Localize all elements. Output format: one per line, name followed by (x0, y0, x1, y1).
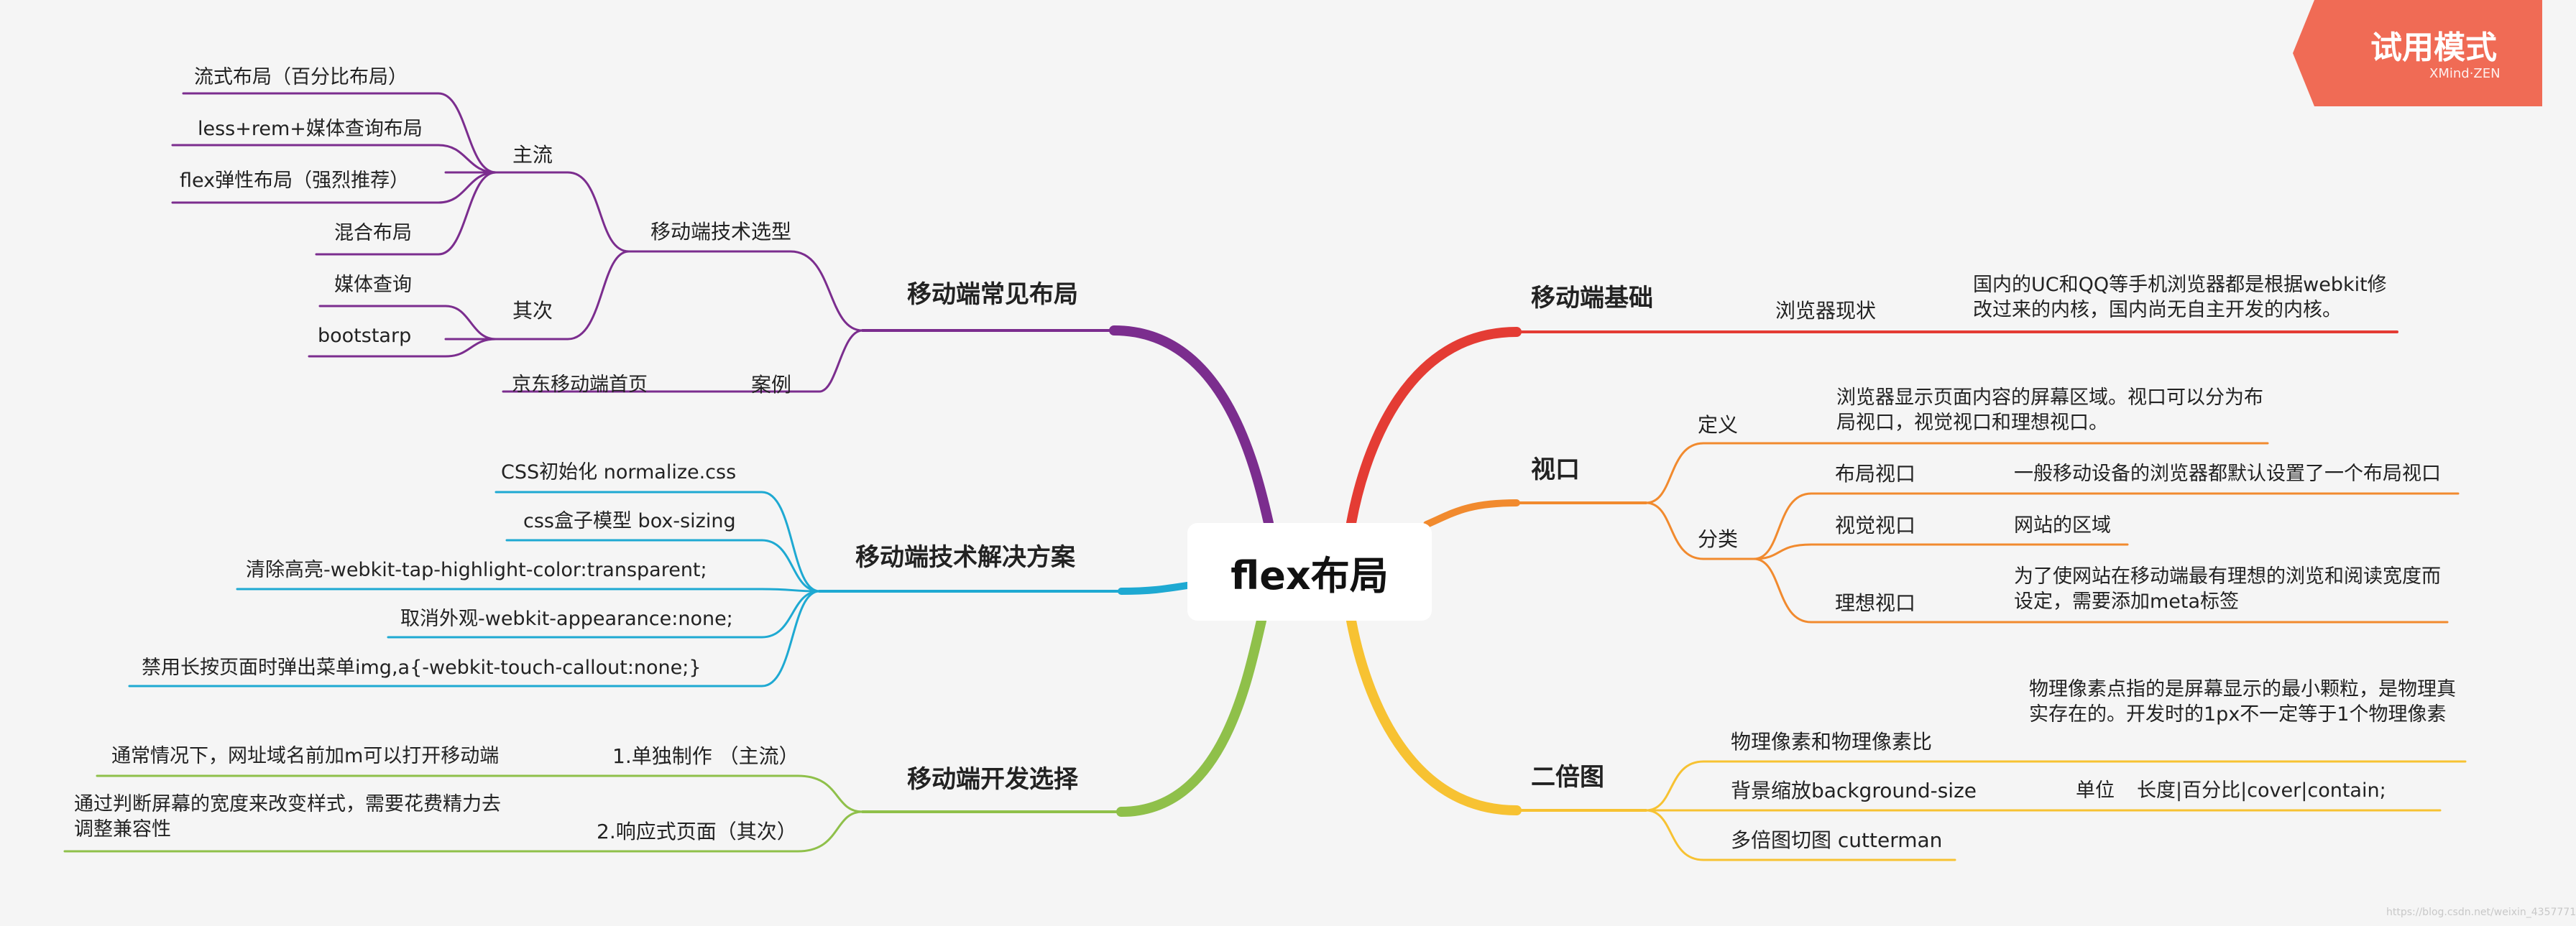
topic-background-size[interactable]: 背景缩放background-size (1731, 779, 1977, 802)
item-touch-callout[interactable]: 禁用长按页面时弹出菜单img,a{-webkit-touch-callout:n… (142, 657, 702, 679)
root-topic-label: flex布局 (1230, 552, 1389, 598)
branch-dev-lines (63, 616, 1266, 853)
trial-mode-badge[interactable]: 试用模式 XMind·ZEN (2293, 0, 2542, 106)
item-layout-viewport-desc[interactable]: 一般移动设备的浏览器都默认设置了一个布局视口 (2014, 463, 2441, 485)
topic-category[interactable]: 分类 (1698, 527, 1739, 551)
branch-layout-lines (171, 92, 1274, 528)
topic-layout-viewport[interactable]: 布局视口 (1835, 462, 1916, 486)
topic-unit[interactable]: 单位 (2076, 779, 2115, 802)
item-jd-homepage[interactable]: 京东移动端首页 (512, 374, 648, 396)
branch-retina-lines (1346, 616, 2467, 861)
topic-browser-status[interactable]: 浏览器现状 (1775, 299, 1877, 323)
watermark: https://blog.csdn.net/weixin_4357771 (2386, 907, 2576, 918)
topic-layout[interactable]: 移动端常见布局 (907, 280, 1078, 309)
topic-mainstream[interactable]: 主流 (512, 143, 553, 167)
item-fluid-layout[interactable]: 流式布局（百分比布局） (194, 66, 408, 88)
topic-definition[interactable]: 定义 (1698, 413, 1739, 437)
topic-case[interactable]: 案例 (751, 373, 792, 397)
item-definition-desc[interactable]: 浏览器显示页面内容的屏幕区域。视口可以分为布局视口，视觉视口和理想视口。 (1836, 386, 2263, 435)
trial-mode-title: 试用模式 (2370, 29, 2497, 66)
topic-viewport[interactable]: 视口 (1531, 455, 1580, 484)
item-less-rem-layout[interactable]: less+rem+媒体查询布局 (198, 118, 423, 140)
item-flex-layout[interactable]: flex弹性布局（强烈推荐） (180, 170, 410, 192)
item-visual-viewport-desc[interactable]: 网站的区域 (2014, 514, 2111, 537)
item-responsive-desc[interactable]: 通过判断屏幕的宽度来改变样式，需要花费精力去调整兼容性 (74, 793, 501, 841)
topic-dev-choice[interactable]: 移动端开发选择 (907, 765, 1078, 794)
item-normalize-css[interactable]: CSS初始化 normalize.css (501, 461, 737, 483)
topic-tech-selection[interactable]: 移动端技术选型 (650, 220, 792, 244)
branch-solutions-lines (128, 491, 1191, 687)
topic-responsive[interactable]: 2.响应式页面（其次） (597, 820, 797, 843)
item-appearance-none[interactable]: 取消外观-webkit-appearance:none; (400, 608, 733, 630)
topic-visual-viewport[interactable]: 视觉视口 (1835, 514, 1916, 537)
item-unit-values[interactable]: 长度|百分比|cover|contain; (2137, 779, 2386, 802)
topic-physical-pixel[interactable]: 物理像素和物理像素比 (1731, 730, 1933, 754)
topic-secondary[interactable]: 其次 (512, 299, 553, 323)
item-ideal-viewport-desc[interactable]: 为了使网站在移动端最有理想的浏览和阅读宽度而设定，需要添加meta标签 (2014, 565, 2441, 614)
topic-solutions[interactable]: 移动端技术解决方案 (855, 543, 1075, 572)
xmind-logo: XMind·ZEN (2429, 66, 2501, 81)
item-media-query[interactable]: 媒体查询 (334, 274, 412, 296)
item-bootstarp[interactable]: bootstarp (318, 325, 412, 347)
root-topic[interactable]: flex布局 (1187, 523, 1432, 621)
branch-basics-lines (1346, 327, 2398, 528)
item-browser-desc[interactable]: 国内的UC和QQ等手机浏览器都是根据webkit修改过来的内核，国内尚无自主开发… (1973, 274, 2387, 322)
topic-cutterman[interactable]: 多倍图切图 cutterman (1731, 828, 1943, 852)
branch-viewport-lines (1423, 442, 2460, 624)
topic-retina[interactable]: 二倍图 (1531, 763, 1604, 792)
item-physical-pixel-desc[interactable]: 物理像素点指的是屏幕显示的最小颗粒，是物理真实存在的。开发时的1px不一定等于1… (2029, 678, 2456, 726)
item-tap-highlight[interactable]: 清除高亮-webkit-tap-highlight-color:transpar… (246, 559, 707, 581)
topic-single-build[interactable]: 1.单独制作 （主流） (612, 744, 799, 768)
topic-ideal-viewport[interactable]: 理想视口 (1835, 591, 1916, 615)
item-box-sizing[interactable]: css盒子模型 box-sizing (523, 510, 736, 532)
item-single-build-desc[interactable]: 通常情况下，网址域名前加m可以打开移动端 (111, 745, 500, 767)
topic-basics[interactable]: 移动端基础 (1531, 284, 1653, 312)
item-hybrid-layout[interactable]: 混合布局 (334, 222, 412, 244)
